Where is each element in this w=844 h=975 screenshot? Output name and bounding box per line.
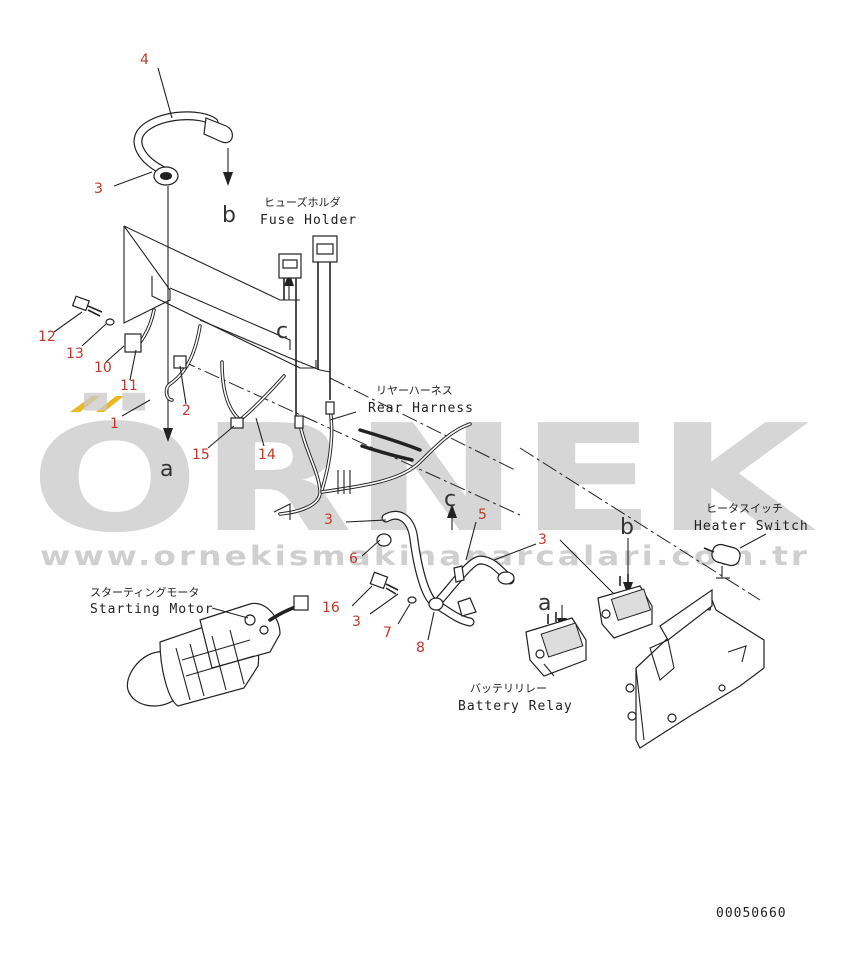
callout-8: 11 xyxy=(120,378,138,394)
washer-14 xyxy=(407,596,417,604)
clamp-7 xyxy=(124,333,142,353)
callout-16: 3 xyxy=(352,614,361,630)
rear-harness-label-jp: リヤーハーネス xyxy=(376,384,453,397)
callout-7: 10 xyxy=(94,360,112,376)
reference-letters: a b c c a b xyxy=(160,203,634,616)
bolt-15 xyxy=(369,571,399,595)
callout-14: 7 xyxy=(383,625,392,641)
heater-switch-label-jp: ヒータスイッチ xyxy=(706,502,783,515)
washer-10 xyxy=(105,318,115,326)
battery-relay-lower xyxy=(525,612,587,677)
rear-harness-label: Rear Harness xyxy=(368,401,474,416)
callout-4: 4 xyxy=(140,52,149,68)
fuse-holder-label-jp: ヒューズホルダ xyxy=(264,195,340,209)
drawing-number: 00050660 xyxy=(716,906,787,921)
ref-b-top: b xyxy=(222,203,236,228)
starting-motor-label: Starting Motor xyxy=(90,602,214,617)
component-labels: ヒューズホルダ Fuse Holder リヤーハーネス Rear Harness… xyxy=(90,195,809,714)
ref-a-left: a xyxy=(160,457,173,482)
clip-13 xyxy=(428,597,444,611)
ref-a-right: a xyxy=(538,591,551,616)
bolt-9 xyxy=(71,295,103,317)
callout-3-right: 3 xyxy=(538,532,547,548)
clip-6 xyxy=(376,533,392,547)
callout-9: 12 xyxy=(38,329,56,345)
battery-relay-bracket xyxy=(625,588,765,749)
rear-harness xyxy=(273,401,472,520)
battery-cable-4 xyxy=(133,111,233,186)
callout-11: 14 xyxy=(258,447,276,463)
ref-c-mid: c xyxy=(444,487,456,512)
watermark-accent-left xyxy=(70,396,100,412)
heater-switch xyxy=(703,543,741,579)
ref-c-top: c xyxy=(276,319,288,344)
callout-6: 6 xyxy=(349,551,358,567)
ref-b-right: b xyxy=(620,515,634,540)
fuse-holder xyxy=(278,235,338,420)
callout-leaders xyxy=(53,67,767,677)
battery-relay-label-jp: バッテリリレー xyxy=(470,682,547,695)
starting-motor-label-jp: スターティングモータ xyxy=(90,585,199,599)
callout-10: 13 xyxy=(66,346,84,362)
watermark: ÖRNEK www.ornekismakinaparcalari.com.tr xyxy=(30,392,817,572)
battery-cables-center xyxy=(376,510,515,627)
callout-numbers: 4 3 12 13 10 11 1 2 15 14 3 6 5 3 16 3 7… xyxy=(38,52,547,656)
callout-5: 5 xyxy=(478,507,487,523)
callout-12: 15 xyxy=(192,447,210,463)
ground-cables xyxy=(124,308,286,429)
watermark-accent-right xyxy=(96,396,124,412)
leader-frame xyxy=(123,225,761,621)
callout-2: 2 xyxy=(182,403,191,419)
callout-15: 16 xyxy=(322,600,340,616)
battery-relay-upper xyxy=(597,574,653,639)
callout-1: 1 xyxy=(110,416,119,432)
starting-motor xyxy=(126,595,309,707)
watermark-brand: ÖRNEK xyxy=(30,392,817,565)
heater-switch-label: Heater Switch xyxy=(694,519,809,534)
fuse-holder-label: Fuse Holder xyxy=(260,213,357,228)
callout-13: 8 xyxy=(416,640,425,656)
battery-relay-label: Battery Relay xyxy=(458,699,573,714)
callout-3-mid: 3 xyxy=(324,512,333,528)
callout-3-top: 3 xyxy=(94,181,103,197)
watermark-url: www.ornekismakinaparcalari.com.tr xyxy=(40,541,810,572)
